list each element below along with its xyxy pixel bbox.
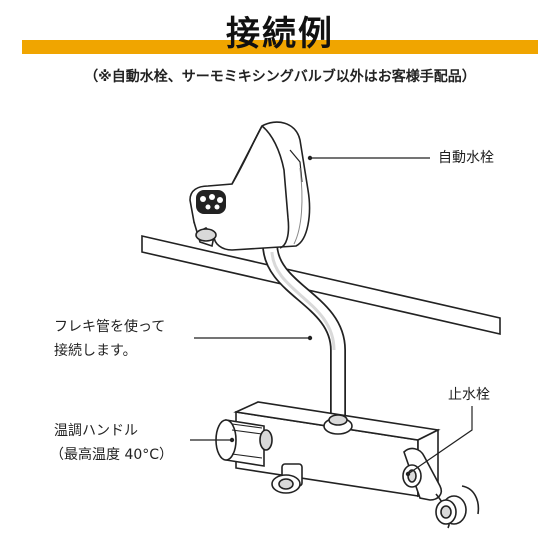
auto-faucet (189, 121, 311, 251)
temp-handle-label-line1: 温調ハンドル (54, 423, 138, 439)
stop-valve-label: 止水栓 (448, 387, 490, 403)
temperature-handle (215, 419, 273, 467)
countertop (141, 234, 501, 336)
left-inlet-fitting (271, 463, 303, 494)
page-subtitle: （※自動水栓、サーモミキシングバルブ以外はお客様手配品） (84, 69, 476, 85)
temp-handle-label-line2: （最高温度 40°C） (50, 447, 174, 463)
leader-lines (190, 155, 473, 477)
flex-tube-label-line2: 接続します。 (54, 343, 137, 359)
flex-tube-label-line1: フレキ管を使って (54, 319, 166, 335)
auto-faucet-label: 自動水栓 (438, 150, 494, 166)
title-accent-bar (22, 40, 538, 54)
page-title: 接続例 (226, 14, 334, 54)
faucet-control-panel (196, 190, 226, 214)
stop-valve (402, 447, 480, 529)
